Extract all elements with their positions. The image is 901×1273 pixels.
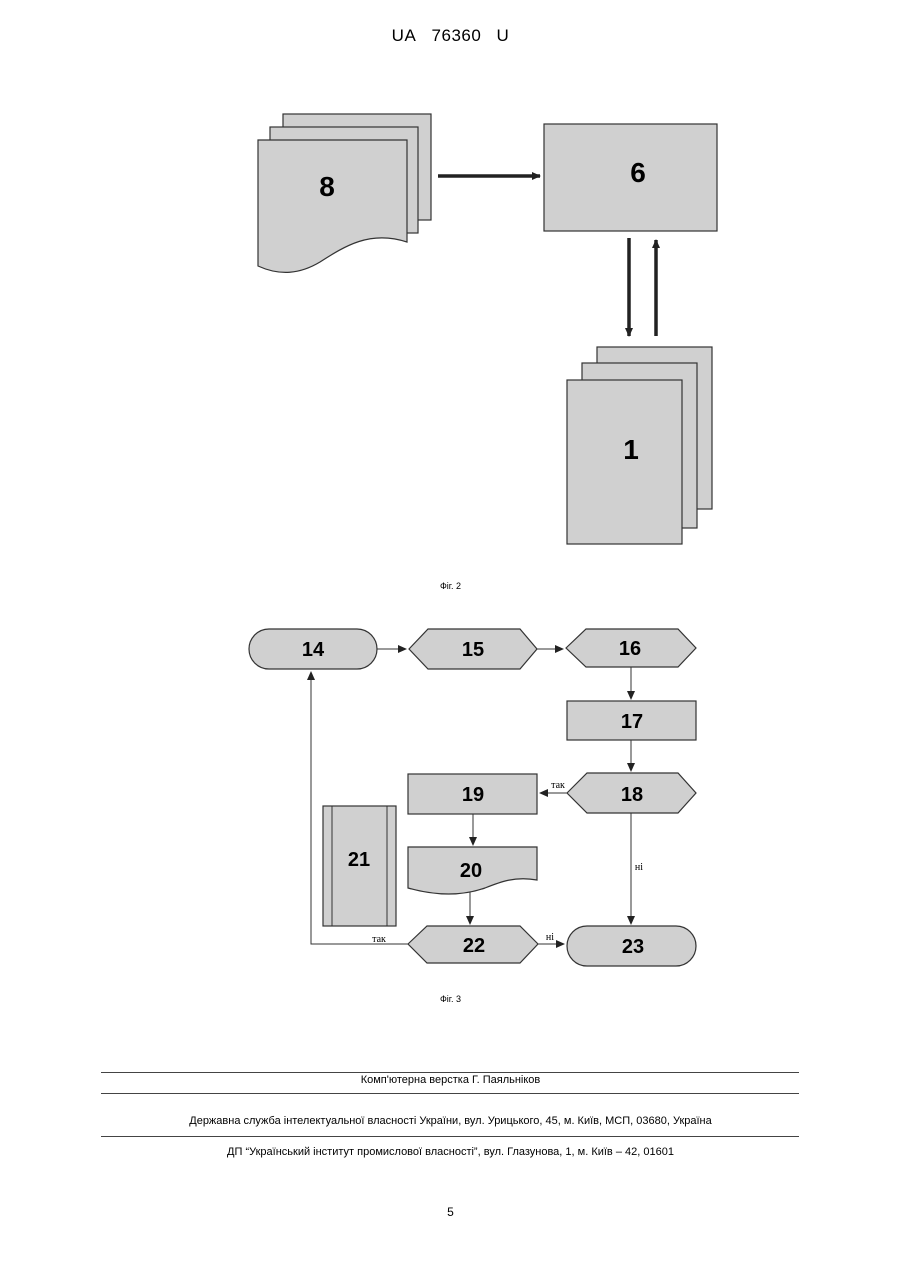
fig3-node-17: 17 — [567, 701, 696, 740]
fig2-documents-stack: 8 — [258, 114, 431, 272]
fig3-label-19: 19 — [462, 784, 484, 806]
fig3-node-18: 18 — [567, 773, 696, 813]
fig3-node-23: 23 — [567, 926, 696, 966]
footer-rule-bottom — [101, 1136, 799, 1137]
fig3-caption: Фіг. 3 — [0, 994, 901, 1004]
fig3-label-20: 20 — [460, 860, 482, 882]
fig2-caption: Фіг. 2 — [0, 581, 901, 591]
fig3-node-19: 19 — [408, 774, 537, 814]
fig3-label-23: 23 — [622, 936, 644, 958]
fig3-label-18: 18 — [621, 784, 643, 806]
fig3-edge-label-yes-22: так — [372, 934, 386, 945]
fig3-edge-label-no-22: ні — [546, 932, 554, 943]
fig3-node-20: 20 — [408, 847, 537, 894]
fig3-edge-label-no-18: ні — [635, 862, 643, 873]
footer-institute: ДП “Український інститут промислової вла… — [0, 1146, 901, 1158]
fig3-node-22: 22 — [408, 926, 538, 963]
fig3-label-22: 22 — [463, 935, 485, 957]
fig3-node-14: 14 — [249, 629, 377, 669]
footer-layout-credit: Комп'ютерна верстка Г. Паяльніков — [0, 1074, 901, 1086]
fig2-label-1: 1 — [623, 434, 639, 465]
fig3-node-21: 21 — [323, 806, 396, 926]
fig2-pages-stack: 1 — [567, 347, 712, 544]
fig3-node-16: 16 — [566, 629, 696, 667]
fig3-label-21: 21 — [348, 849, 370, 871]
fig2-label-8: 8 — [319, 171, 335, 202]
page-number: 5 — [0, 1205, 901, 1219]
footer-rule-top — [101, 1072, 799, 1073]
fig3-label-16: 16 — [619, 638, 641, 660]
fig2-label-6: 6 — [630, 157, 646, 188]
fig3-node-15: 15 — [409, 629, 537, 669]
fig3-label-15: 15 — [462, 639, 484, 661]
fig2-diagram: 8 6 1 — [258, 114, 717, 544]
footer-service: Державна служба інтелектуальної власност… — [0, 1115, 901, 1127]
footer-rule-middle — [101, 1093, 799, 1094]
fig3-label-14: 14 — [302, 639, 325, 661]
fig2-device-box: 6 — [544, 124, 717, 231]
fig3-label-17: 17 — [621, 711, 643, 733]
fig3-flowchart: 14 15 16 17 18 19 20 — [249, 629, 696, 966]
fig3-edge-label-yes-18: так — [551, 780, 565, 791]
